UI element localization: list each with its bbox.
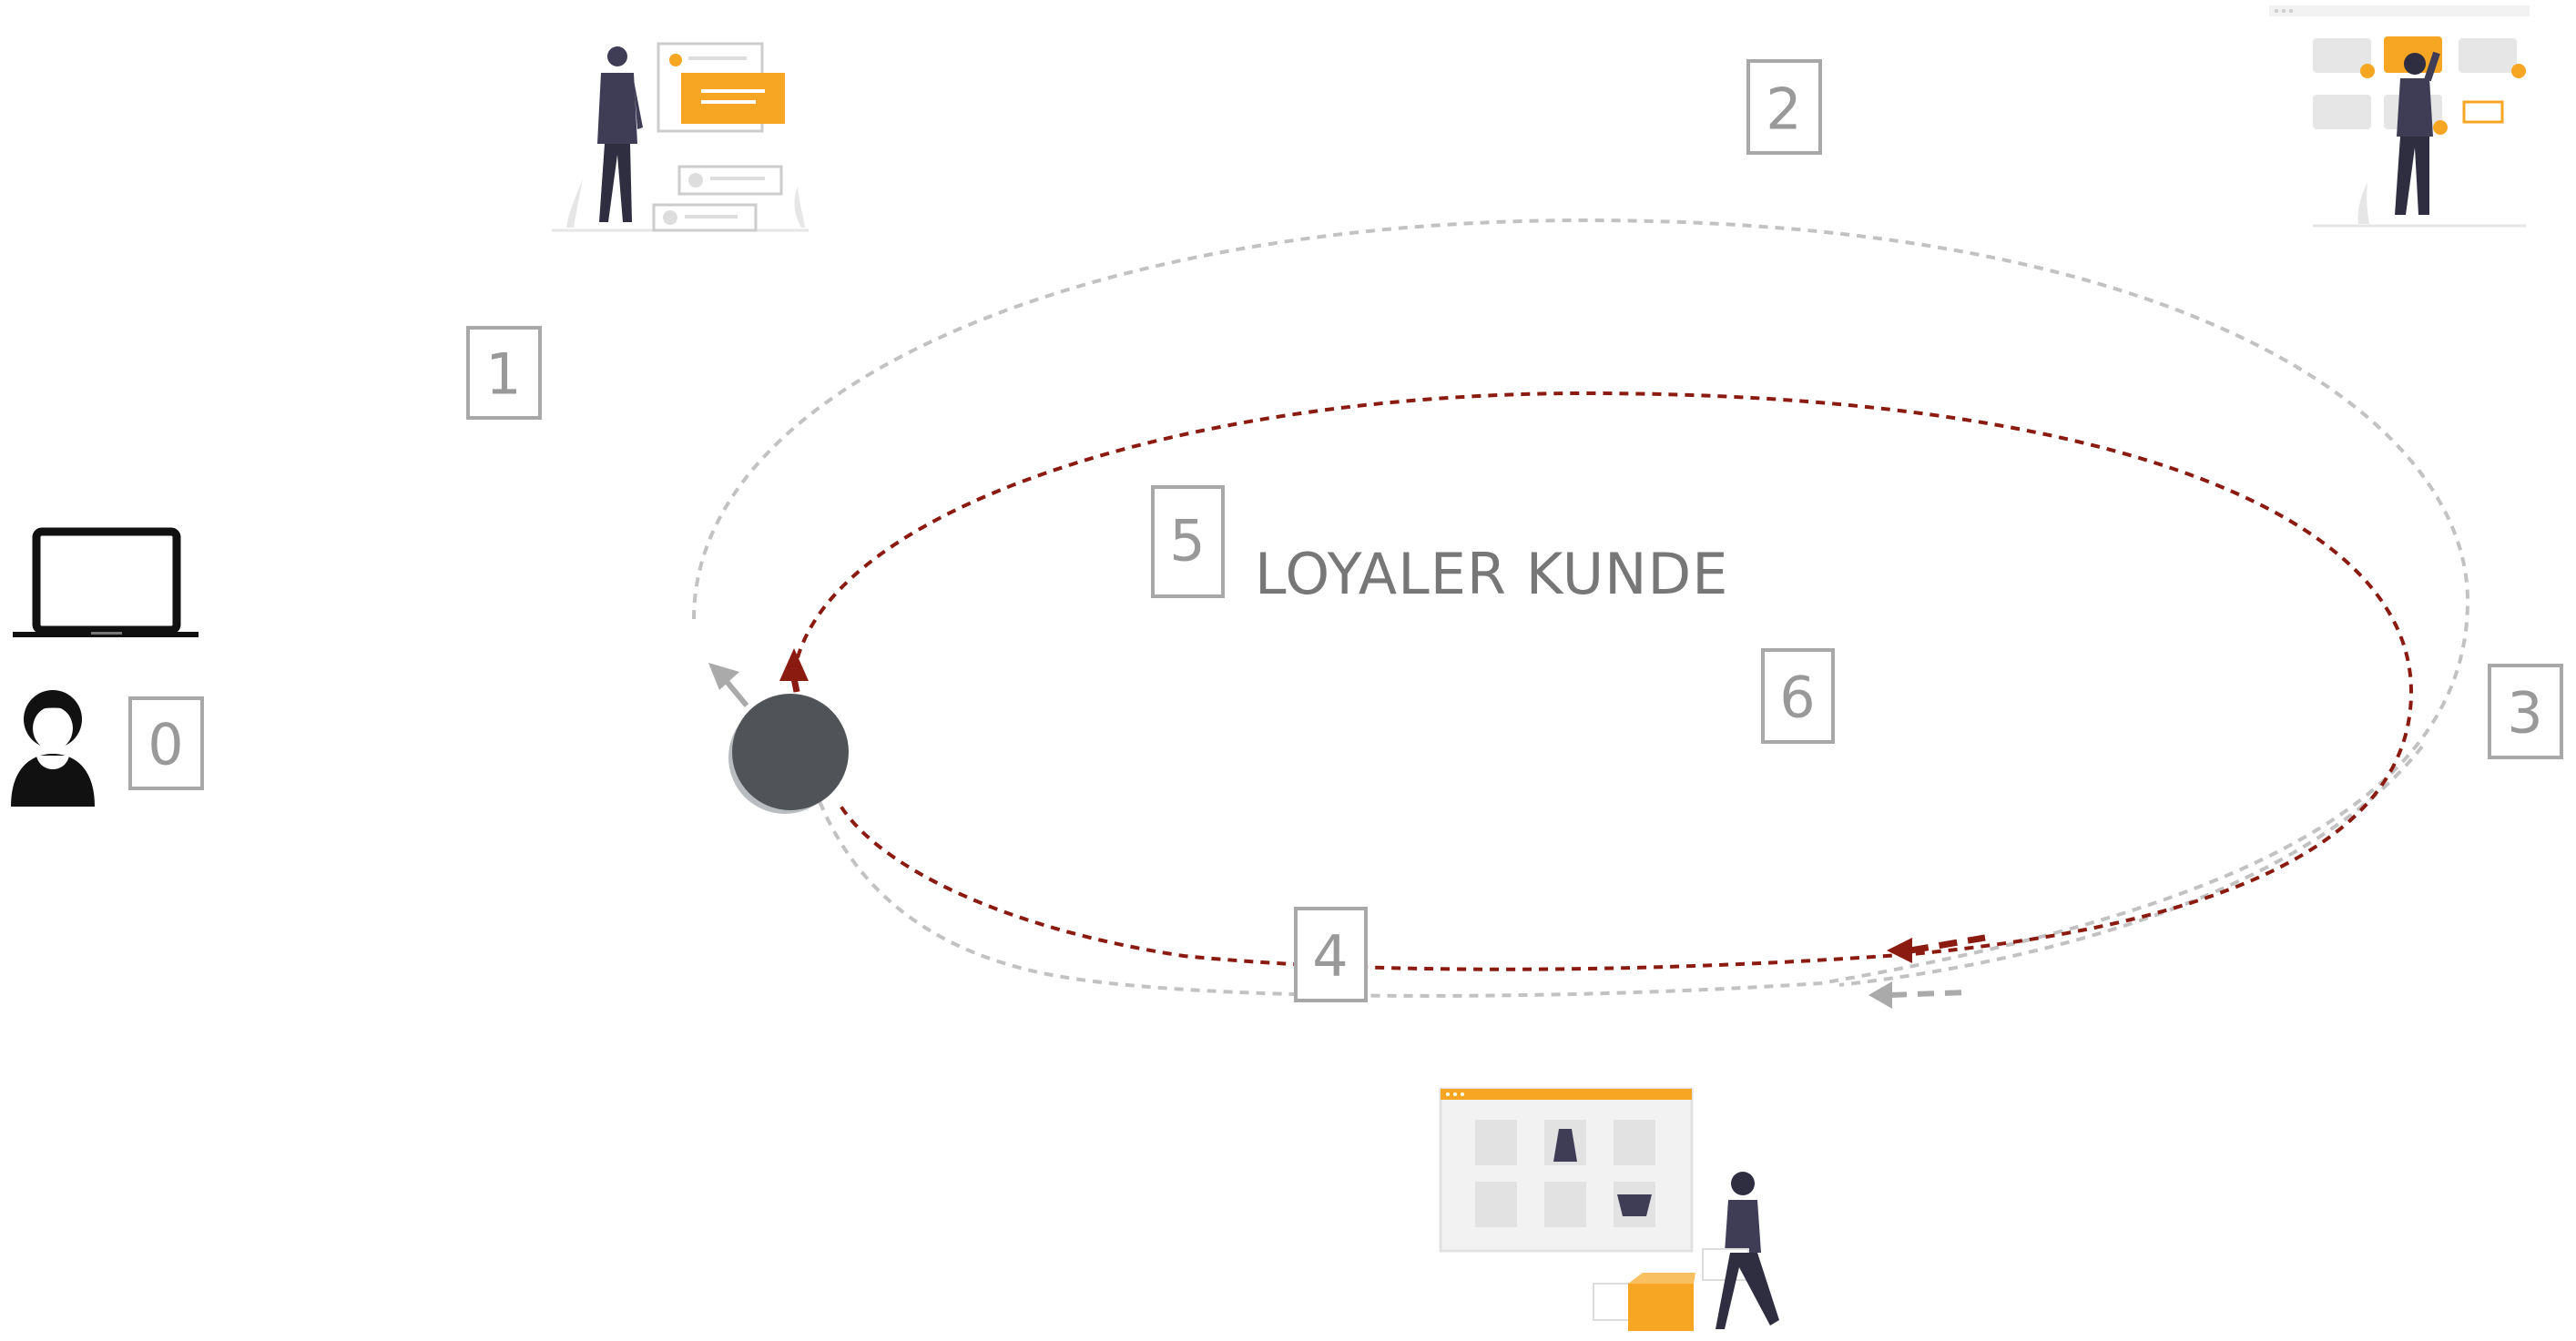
- outer-arrow-start: [708, 663, 739, 690]
- step-5: 5: [1151, 485, 1225, 598]
- step-1: 1: [466, 326, 542, 420]
- svg-text:4: 4: [1312, 923, 1348, 990]
- loyal-customer-loop: [792, 391, 2414, 971]
- person-browsing-icon: [552, 42, 809, 232]
- svg-text:0: 0: [148, 712, 183, 778]
- woman-with-package-icon: [1439, 1087, 1779, 1331]
- svg-text:1: 1: [485, 341, 521, 408]
- step-0: 0: [128, 696, 204, 790]
- step-6: 6: [1761, 648, 1835, 744]
- loyal-arrow-start: [779, 648, 809, 681]
- svg-text:6: 6: [1779, 665, 1815, 731]
- step-3: 3: [2488, 664, 2563, 759]
- journey-hub: [732, 694, 849, 810]
- outer-arrow-start-shaft: [721, 676, 749, 707]
- svg-text:2: 2: [1766, 76, 1801, 143]
- svg-text:3: 3: [2507, 680, 2542, 747]
- loyal-arrow-end: [1887, 938, 1912, 963]
- outer-arrow-end-shaft: [1889, 990, 1968, 998]
- loyal-arrow-start-shaft: [790, 677, 800, 693]
- loyal-customer-title: LOYALER KUNDE: [1255, 541, 1728, 607]
- outer-arrow-end: [1868, 981, 1892, 1009]
- user-avatar-icon: [11, 690, 95, 807]
- svg-text:5: 5: [1169, 508, 1205, 574]
- outer-journey-loop: [692, 218, 2470, 998]
- loyal-arrow-end-shaft: [1909, 934, 1986, 954]
- step-2: 2: [1746, 59, 1822, 155]
- woman-selecting-product-icon: [2269, 5, 2530, 228]
- step-4: 4: [1294, 907, 1368, 1002]
- laptop-icon: [13, 527, 199, 637]
